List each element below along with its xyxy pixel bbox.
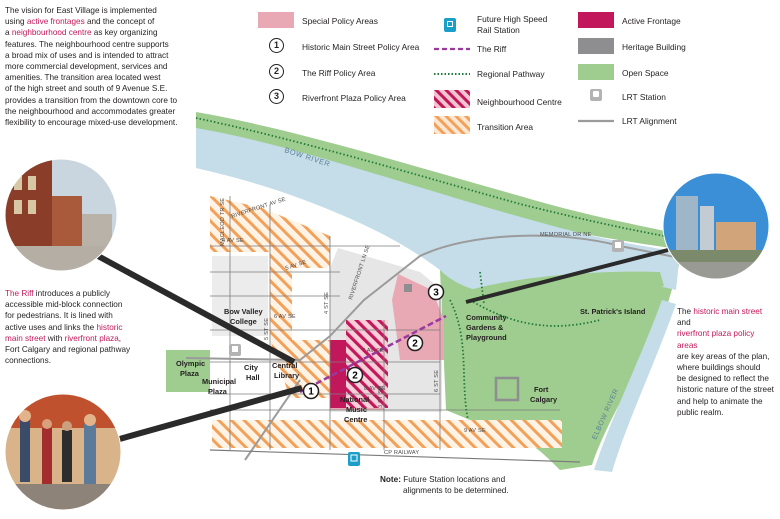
fort-calgary-square [494,376,520,402]
lrt-station-icon [590,89,602,101]
future-station-note: Note: Future Station locations and align… [380,475,509,496]
svg-text:Fort: Fort [534,385,549,394]
bow-river [196,128,680,294]
policy-marker-2-east: 2 [406,334,424,352]
svg-text:Bow Valley: Bow Valley [224,307,264,316]
riff-description: The Riff introduces a publicly accessibl… [5,289,131,366]
legend-neighbourhood-swatch [434,90,470,108]
svg-text:Plaza: Plaza [180,369,200,378]
svg-text:MACLEOD TR SE: MACLEOD TR SE [220,198,226,246]
legend-pathway-line [434,73,470,75]
legend-swatch-active-frontage [578,12,614,28]
svg-text:Music: Music [346,405,367,414]
north-bank-open-space [196,112,700,252]
svg-text:6 ST SE: 6 ST SE [434,370,440,392]
legend-swatch-special-policy [258,12,294,28]
svg-text:Calgary: Calgary [530,395,558,404]
svg-text:4 AV SE: 4 AV SE [222,238,244,244]
svg-text:National: National [340,395,369,404]
svg-text:Centre: Centre [344,415,367,424]
legend-number-2: 2 [269,64,284,79]
legend-swatch-open-space [578,64,614,80]
main-street-description: The historic main street and riverfront … [677,307,774,417]
legend-riff-line [434,47,470,51]
riverfront-photo-icon [663,173,769,279]
street-photo-icon [5,159,117,271]
the-riff [299,314,447,394]
svg-text:MEMORIAL DR NE: MEMORIAL DR NE [540,232,591,238]
cp-railway [209,449,581,463]
pointer-line-top-left [96,253,296,365]
rail-station-icon [348,452,360,466]
legend-swatch-heritage [578,38,614,54]
intro-text: The vision for East Village is implement… [5,6,178,128]
legend-transition-swatch [434,116,470,134]
elbow-river [594,300,676,472]
regional-pathway [195,117,701,243]
policy-marker-3: 3 [427,283,445,301]
street-grid [210,196,560,450]
heritage-building [404,284,412,292]
svg-text:3: 3 [433,288,439,299]
svg-text:City: City [244,363,259,372]
svg-text:CP RAILWAY: CP RAILWAY [384,450,419,456]
svg-text:Central: Central [272,361,297,370]
neighbourhood-centre-term: neighbourhood centre [11,28,92,38]
svg-text:7 AV SE: 7 AV SE [362,348,384,354]
active-frontage [330,340,346,408]
active-frontages-term: active frontages [26,17,85,27]
svg-text:Library: Library [274,371,300,380]
lrt-station-icon [612,240,624,252]
olympic-plaza [166,350,210,392]
svg-text:3 ST SE: 3 ST SE [378,386,384,408]
legend-number-1: 1 [269,38,284,53]
svg-text:Gardens &: Gardens & [466,323,504,332]
rail-station-icon [444,18,456,32]
svg-text:Olympic: Olympic [176,359,205,368]
svg-text:2: 2 [412,339,418,350]
transition-area-south [212,420,562,448]
legend-number-3: 3 [269,89,284,104]
policy-marker-1: 1 [302,382,320,400]
svg-text:St. Patrick's Island: St. Patrick's Island [580,307,646,316]
svg-text:4 ST SE: 4 ST SE [324,292,330,314]
svg-text:Hall: Hall [246,373,260,382]
lrt-station-icon [229,344,241,356]
crowd-photo-icon [5,394,121,510]
svg-text:Municipal: Municipal [202,377,236,386]
legend: Special Policy Areas 1 Historic Main Str… [258,6,778,136]
svg-text:8 AV SE: 8 AV SE [364,386,386,392]
svg-text:Plaza: Plaza [208,387,228,396]
pointer-line-right [465,248,669,304]
st-patricks-island [470,271,664,312]
lrt-alignment [185,234,681,362]
svg-text:2: 2 [352,371,358,382]
svg-text:Community: Community [466,313,508,322]
svg-text:Playground: Playground [466,333,507,342]
svg-text:5 ST SE: 5 ST SE [264,318,270,340]
policy-marker-2-west: 2 [346,366,364,384]
svg-text:College: College [230,317,257,326]
pointer-line-bottom-left [115,385,303,443]
legend-lrt-line [578,119,614,123]
svg-text:9 AV SE: 9 AV SE [464,428,486,434]
svg-text:6 AV SE: 6 AV SE [274,314,296,320]
svg-text:1: 1 [308,387,314,398]
